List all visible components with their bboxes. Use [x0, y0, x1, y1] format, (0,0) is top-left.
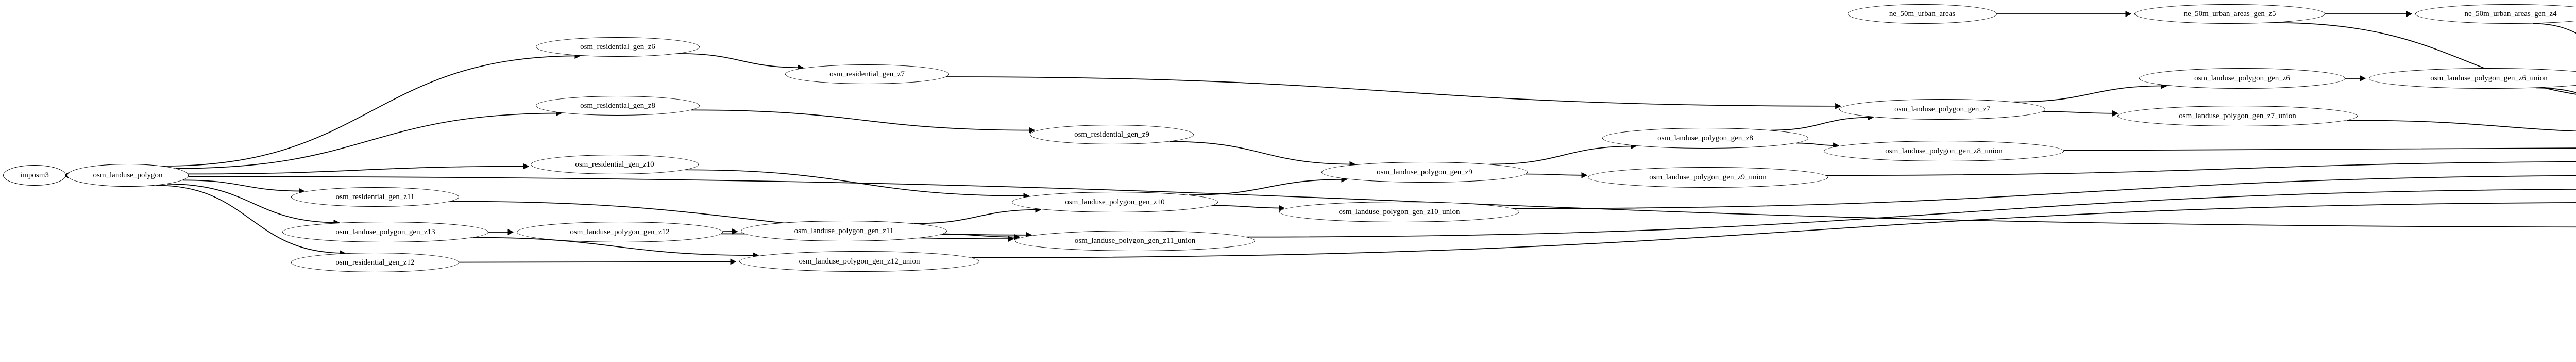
graph-node-osm_landuse_polygon_gen_z11_union[interactable]: osm_landuse_polygon_gen_z11_union [1015, 231, 1255, 251]
graph-node-osm_landuse_polygon_gen_z8_union[interactable]: osm_landuse_polygon_gen_z8_union [1824, 141, 2064, 161]
graph-node-label: osm_landuse_polygon_gen_z11_union [1074, 236, 1196, 245]
graph-edge-osm_landuse_polygon_gen_z10_union-to-layer_landuse:z10 [1513, 175, 2576, 209]
graph-node-osm_landuse_polygon_gen_z7_union[interactable]: osm_landuse_polygon_gen_z7_union [2117, 106, 2358, 126]
graph-node-osm_landuse_polygon_gen_z9_union[interactable]: osm_landuse_polygon_gen_z9_union [1588, 167, 1828, 188]
graph-edge-osm_landuse_polygon-to-osm_residential_gen_z6 [163, 53, 581, 167]
graph-node-osm_landuse_polygon_gen_z7[interactable]: osm_landuse_polygon_gen_z7 [1839, 99, 2045, 120]
graph-edge-osm_landuse_polygon_gen_z9_union-to-layer_landuse:z9 [1825, 161, 2576, 176]
graph-node-label: ne_50m_urban_areas [1889, 9, 1956, 18]
graph-node-osm_landuse_polygon_gen_z9[interactable]: osm_landuse_polygon_gen_z9 [1321, 162, 1528, 183]
graph-node-label: osm_residential_gen_z6 [580, 42, 655, 51]
graph-node-label: osm_landuse_polygon_gen_z8_union [1885, 146, 2003, 155]
graph-node-label: osm_landuse_polygon_gen_z6 [2194, 74, 2290, 83]
graph-node-label: osm_landuse_polygon_gen_z13 [335, 227, 435, 236]
graph-edge-osm_residential_gen_z8-to-osm_residential_gen_z9 [691, 109, 1036, 134]
graph-edge-osm_residential_gen_z7-to-osm_landuse_polygon_gen_z7 [946, 76, 1842, 109]
graph-node-label: osm_landuse_polygon [93, 171, 163, 179]
graph-node-osm_residential_gen_z11[interactable]: osm_residential_gen_z11 [291, 187, 459, 207]
graph-edge-osm_landuse_polygon_gen_z9-to-osm_landuse_polygon_gen_z8 [1490, 143, 1637, 165]
graph-node-osm_residential_gen_z6[interactable]: osm_residential_gen_z6 [536, 37, 700, 57]
graph-edge-osm_residential_gen_z10-to-osm_landuse_polygon_gen_z10 [685, 169, 1030, 199]
graph-node-label: osm_landuse_polygon_gen_z7_union [2179, 111, 2296, 120]
graph-node-osm_residential_gen_z9[interactable]: osm_residential_gen_z9 [1030, 125, 1194, 144]
graph-edge-osm_landuse_polygon_gen_z11-to-osm_landuse_polygon_gen_z11_union [941, 234, 1021, 240]
graph-node-label: osm_landuse_polygon_gen_z12_union [799, 257, 920, 266]
graph-node-osm_landuse_polygon_gen_z12[interactable]: osm_landuse_polygon_gen_z12 [517, 222, 723, 242]
graph-node-label: osm_residential_gen_z11 [335, 192, 415, 201]
graph-node-label: osm_landuse_polygon_gen_z9 [1377, 168, 1472, 176]
graph-edge-osm_landuse_polygon-to-osm_landuse_polygon_gen_z13 [167, 183, 340, 226]
graph-edge-osm_landuse_polygon_gen_z7-to-osm_landuse_polygon_gen_z6 [2014, 83, 2167, 103]
graph-edge-osm_landuse_polygon_gen_z10-to-osm_landuse_polygon_gen_z9 [1189, 176, 1348, 195]
graph-node-label: osm_landuse_polygon_gen_z10_union [1338, 207, 1460, 216]
graph-node-label: ne_50m_urban_areas_gen_z5 [2183, 9, 2276, 18]
graph-edge-osm_landuse_polygon-to-osm_residential_gen_z10 [188, 163, 530, 175]
graph-node-osm_landuse_polygon[interactable]: osm_landuse_polygon [67, 164, 189, 187]
graph-node-osm_landuse_polygon_gen_z10_union[interactable]: osm_landuse_polygon_gen_z10_union [1279, 202, 1519, 222]
graph-node-osm_residential_gen_z8[interactable]: osm_residential_gen_z8 [536, 96, 700, 116]
graph-edge-osm_landuse_polygon_gen_z8_union-to-layer_landuse:z8 [2063, 147, 2576, 151]
graph-node-label: osm_residential_gen_z7 [829, 70, 905, 78]
graph-edge-osm_landuse_polygon_gen_z11-to-osm_landuse_polygon_gen_z10 [914, 206, 1042, 224]
graph-edge-ne_50m_urban_areas_gen_z4-to-layer_landuse:z4 [2533, 23, 2576, 34]
graph-node-osm_landuse_polygon_gen_z13[interactable]: osm_landuse_polygon_gen_z13 [282, 222, 488, 242]
graph-node-label: osm_landuse_polygon_gen_z8 [1657, 134, 1753, 142]
graph-node-osm_landuse_polygon_gen_z11[interactable]: osm_landuse_polygon_gen_z11 [741, 221, 947, 241]
graph-node-osm_residential_gen_z12[interactable]: osm_residential_gen_z12 [291, 253, 459, 272]
graph-node-osm_landuse_polygon_gen_z6[interactable]: osm_landuse_polygon_gen_z6 [2139, 68, 2345, 89]
graph-node-label: osm_residential_gen_z10 [575, 160, 654, 169]
graph-edge-osm_landuse_polygon_gen_z12_union-to-layer_landuse:z12 [971, 202, 2576, 258]
graph-node-label: osm_residential_gen_z9 [1074, 130, 1149, 139]
graph-node-label: osm_landuse_polygon_gen_z10 [1065, 198, 1165, 206]
graph-edge-osm_residential_gen_z9-to-osm_landuse_polygon_gen_z9 [1170, 141, 1356, 168]
graph-node-osm_residential_gen_z10[interactable]: osm_residential_gen_z10 [531, 155, 699, 174]
graph-node-osm_residential_gen_z7[interactable]: osm_residential_gen_z7 [785, 64, 949, 84]
graph-node-label: osm_landuse_polygon_gen_z6_union [2430, 74, 2548, 83]
graph-edge-osm_landuse_polygon_gen_z10-to-osm_landuse_polygon_gen_z10_union [1212, 205, 1285, 211]
graph-node-label: osm_residential_gen_z8 [580, 101, 655, 110]
graph-node-label: osm_landuse_polygon_gen_z9_union [1649, 173, 1767, 182]
graph-edge-osm_landuse_polygon_gen_z8-to-osm_landuse_polygon_gen_z8_union [1795, 142, 1839, 149]
graph-edge-ne_50m_urban_areas_gen_z5-to-layer_landuse:z5 [2273, 22, 2576, 95]
graph-edge-osm_landuse_polygon_gen_z13-to-osm_landuse_polygon_gen_z12_union [473, 237, 759, 259]
graph-node-label: ne_50m_urban_areas_gen_z4 [2464, 9, 2557, 18]
graph-node-imposm3[interactable]: imposm3 [3, 165, 66, 186]
graph-node-osm_landuse_polygon_gen_z8[interactable]: osm_landuse_polygon_gen_z8 [1602, 128, 1808, 149]
graph-edge-osm_landuse_polygon_gen_z9-to-osm_landuse_polygon_gen_z9_union [1526, 172, 1588, 178]
graph-edge-osm_residential_gen_z12-to-osm_landuse_polygon_gen_z12_union [459, 258, 737, 265]
graph-node-ne_50m_urban_areas_gen_z5[interactable]: ne_50m_urban_areas_gen_z5 [2134, 4, 2325, 24]
graph-node-label: imposm3 [20, 171, 49, 179]
graph-edge-osm_residential_gen_z6-to-osm_residential_gen_z7 [678, 53, 804, 71]
graph-edge-osm_landuse_polygon_gen_z8-to-osm_landuse_polygon_gen_z7 [1770, 114, 1874, 131]
graph-node-label: osm_landuse_polygon_gen_z12 [570, 227, 670, 236]
graph-edge-osm_landuse_polygon-to-osm_residential_gen_z12 [156, 185, 346, 256]
graph-node-osm_landuse_polygon_gen_z12_union[interactable]: osm_landuse_polygon_gen_z12_union [739, 251, 979, 272]
graph-edge-osm_landuse_polygon-to-osm_residential_gen_z11 [182, 179, 305, 194]
graph-node-osm_landuse_polygon_gen_z10[interactable]: osm_landuse_polygon_gen_z10 [1012, 192, 1218, 212]
graph-node-label: osm_residential_gen_z12 [335, 258, 415, 267]
graph-edge-osm_landuse_polygon_gen_z11_union-to-layer_landuse:z11 [1246, 189, 2576, 238]
graph-edge-osm_landuse_polygon_gen_z6_union-to-layer_landuse:z6 [2536, 87, 2576, 93]
graph-node-label: osm_landuse_polygon_gen_z11 [794, 226, 894, 235]
graph-edge-osm_landuse_polygon-to-osm_residential_gen_z8 [176, 110, 562, 169]
graph-edge-osm_landuse_polygon_gen_z7_union-to-layer_landuse:z7 [2347, 120, 2576, 132]
graph-edge-osm_landuse_polygon_gen_z7-to-osm_landuse_polygon_gen_z7_union [2043, 110, 2119, 117]
graph-node-ne_50m_urban_areas[interactable]: ne_50m_urban_areas [1848, 4, 1997, 24]
graph-node-label: osm_landuse_polygon_gen_z7 [1894, 105, 1990, 113]
